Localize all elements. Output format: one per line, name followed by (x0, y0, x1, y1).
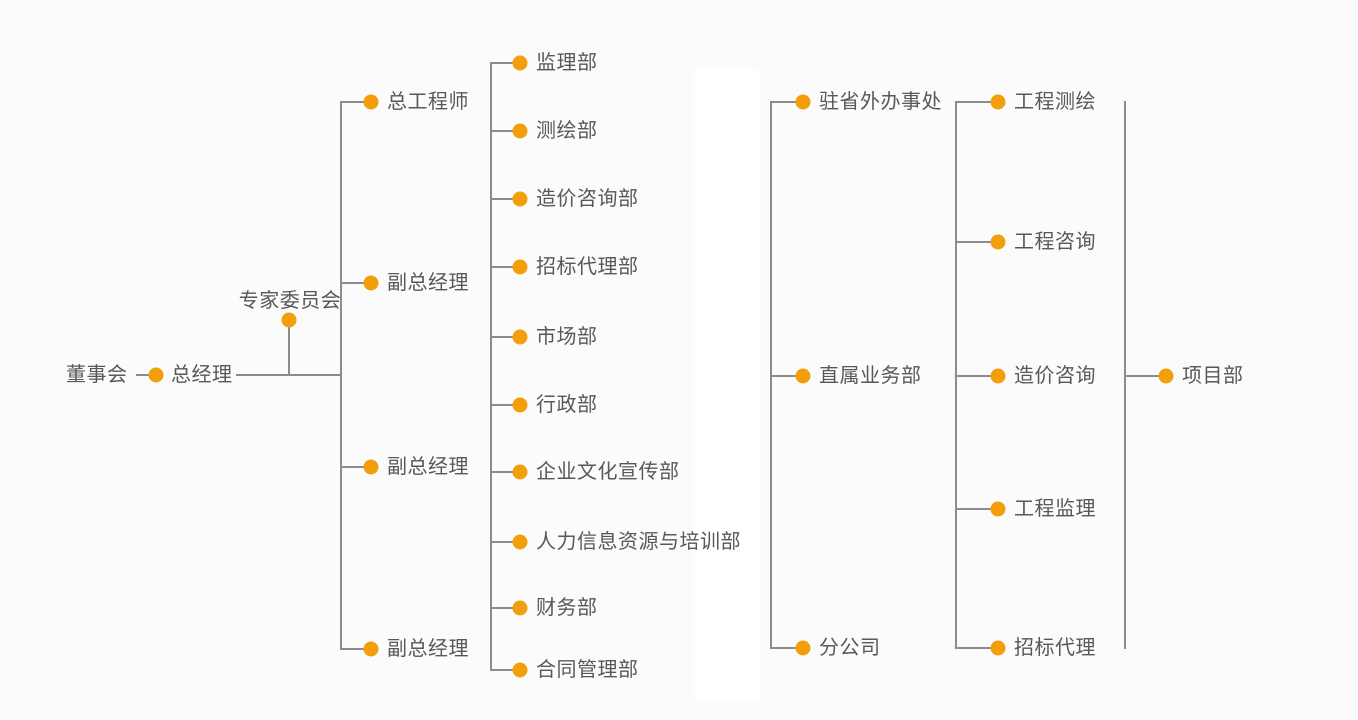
connector-line (340, 282, 371, 284)
node-dot (148, 367, 164, 383)
connector-line (770, 647, 803, 649)
node-dot (512, 662, 528, 678)
connector-line (490, 471, 520, 473)
connector-line (490, 62, 492, 671)
node-label: 分公司 (819, 637, 881, 659)
node-dot (512, 329, 528, 345)
node-dot (363, 275, 379, 291)
connector-line (340, 466, 371, 468)
connector-line (770, 375, 803, 377)
connector-line (1124, 375, 1159, 377)
node-label: 财务部 (536, 597, 598, 619)
node-dot (795, 368, 811, 384)
node-label: 副总经理 (387, 272, 469, 294)
node-dot (512, 534, 528, 550)
node-dot (795, 640, 811, 656)
connector-line (490, 198, 520, 200)
node-dot (990, 234, 1006, 250)
connector-line (490, 130, 520, 132)
node-label: 监理部 (536, 52, 598, 74)
node-dot (512, 55, 528, 71)
connector-line (340, 101, 371, 103)
node-dot (281, 312, 297, 328)
connector-line (955, 647, 998, 649)
node-label: 工程监理 (1014, 498, 1096, 520)
connector-line (955, 375, 998, 377)
connector-line (955, 508, 998, 510)
node-label: 副总经理 (387, 456, 469, 478)
node-label: 招标代理部 (536, 256, 639, 278)
node-expert-committee-label: 专家委员会 (238, 290, 342, 312)
node-dot (363, 459, 379, 475)
node-dot (512, 464, 528, 480)
node-label: 企业文化宣传部 (536, 461, 680, 483)
node-label: 测绘部 (536, 120, 598, 142)
background-band (694, 69, 760, 700)
node-dot (990, 94, 1006, 110)
node-dot (512, 123, 528, 139)
node-dot (990, 368, 1006, 384)
connector-line (955, 241, 998, 243)
node-label: 直属业务部 (819, 365, 922, 387)
node-dot (512, 259, 528, 275)
node-dot (512, 397, 528, 413)
node-label: 造价咨询 (1014, 365, 1096, 387)
node-label: 总工程师 (387, 91, 469, 113)
node-dot (512, 191, 528, 207)
node-dot (795, 94, 811, 110)
connector-line (236, 374, 342, 376)
node-label: 市场部 (536, 326, 598, 348)
connector-line (490, 541, 520, 543)
node-label: 工程咨询 (1014, 231, 1096, 253)
connector-line (490, 336, 520, 338)
node-general-manager-label: 总经理 (171, 364, 233, 386)
node-label: 合同管理部 (536, 659, 639, 681)
node-label: 造价咨询部 (536, 188, 639, 210)
node-dot (363, 641, 379, 657)
node-dot (363, 94, 379, 110)
connector-line (490, 669, 520, 671)
node-label: 副总经理 (387, 638, 469, 660)
connector-line (490, 266, 520, 268)
node-label: 招标代理 (1014, 637, 1096, 659)
node-label: 驻省外办事处 (819, 91, 942, 113)
connector-line (136, 374, 150, 376)
connector-line (770, 101, 803, 103)
connector-line (340, 648, 371, 650)
connector-line (288, 320, 290, 375)
node-label: 行政部 (536, 394, 598, 416)
connector-line (490, 404, 520, 406)
node-dot (512, 600, 528, 616)
connector-line (490, 62, 520, 64)
connector-line (490, 607, 520, 609)
node-label: 人力信息资源与培训部 (536, 531, 741, 553)
node-dot (1158, 368, 1174, 384)
node-dot (990, 640, 1006, 656)
connector-line (955, 101, 998, 103)
node-board-label: 董事会 (66, 364, 128, 386)
connector-line (340, 101, 342, 650)
node-dot (990, 501, 1006, 517)
node-label: 工程测绘 (1014, 91, 1096, 113)
node-project-department-label: 项目部 (1182, 365, 1244, 387)
